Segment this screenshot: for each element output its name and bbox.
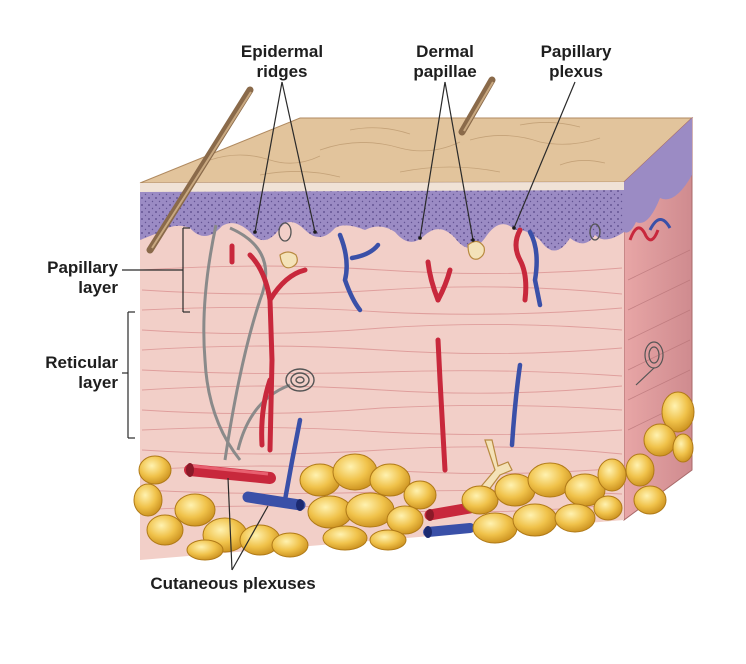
dermis-fibers [141, 265, 623, 513]
label-epidermal-ridges: Epidermal ridges [236, 42, 328, 82]
tactile-corpuscle [278, 222, 601, 242]
label-dermal-papillae: Dermal papillae [402, 42, 488, 82]
label-papillary-plexus-line2: plexus [549, 62, 603, 81]
label-epidermal-ridges-line1: Epidermal [240, 42, 324, 61]
label-papillary-layer-line2: layer [78, 278, 118, 297]
hair-shaft-right-highlight [463, 81, 494, 132]
label-papillary-layer-line1: Papillary [47, 258, 118, 277]
label-cutaneous-plexuses: Cutaneous plexuses [150, 574, 316, 593]
label-reticular-layer-line2: layer [78, 373, 118, 392]
side-epidermis [624, 118, 692, 233]
side-vein [648, 218, 672, 231]
stratum-corneum [140, 182, 624, 192]
hair-shaft-left-highlight [151, 91, 252, 249]
arteries [229, 227, 529, 473]
label-epidermal-ridges-line2: ridges [256, 62, 308, 81]
label-dermal-papillae-line2: papillae [413, 62, 477, 81]
lamellar-corpuscle [285, 368, 315, 392]
veins [282, 229, 543, 503]
cutaneous-plexus-vessels [184, 463, 476, 538]
glands [279, 240, 513, 496]
label-papillary-layer: Papillary layer [18, 258, 118, 298]
nerve-fibers [202, 224, 291, 461]
surface-texture [209, 122, 606, 178]
label-dermal-papillae-line1: Dermal [416, 42, 474, 61]
leader-dots [253, 226, 516, 242]
label-papillary-plexus-line1: Papillary [540, 42, 612, 61]
leader-lines [122, 81, 576, 571]
label-reticular-layer-line1: Reticular [45, 353, 118, 372]
side-lamellar-corpuscle [635, 341, 664, 386]
side-artery [628, 226, 660, 242]
hair-shaft-right [458, 76, 496, 136]
label-papillary-plexus: Papillary plexus [533, 42, 619, 82]
label-reticular-layer: Reticular layer [18, 353, 118, 393]
subcutaneous-fat [133, 453, 627, 561]
side-fat [625, 391, 695, 515]
